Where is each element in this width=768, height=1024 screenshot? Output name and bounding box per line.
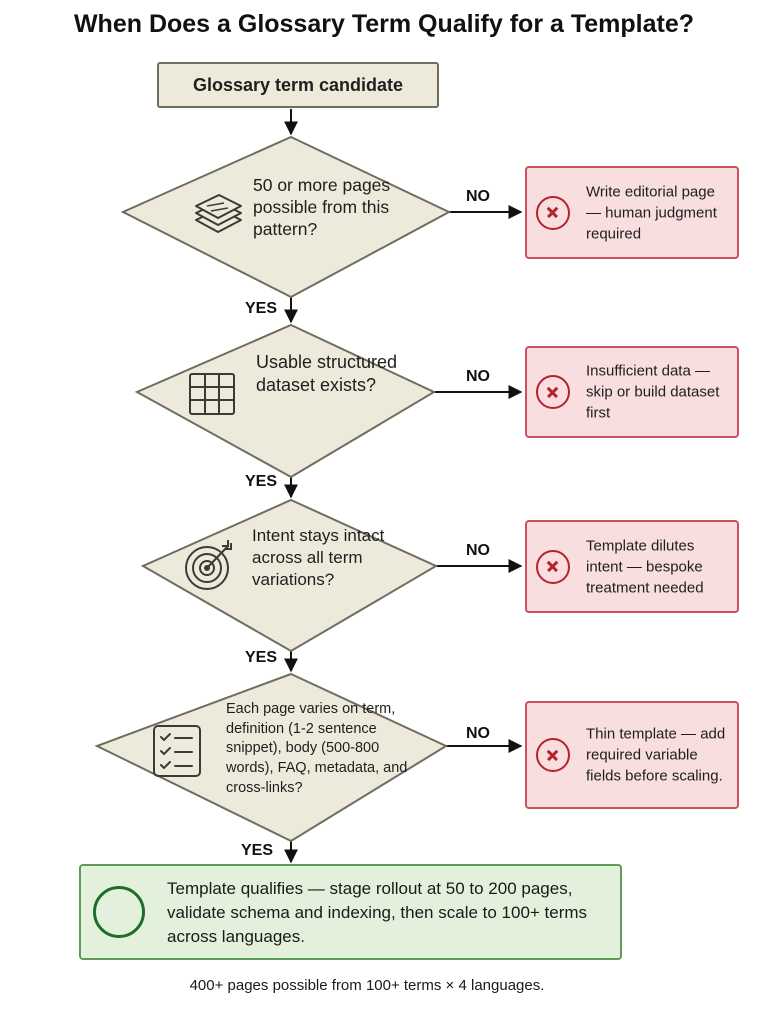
- target-icon: [185, 540, 232, 590]
- yes-label-2: YES: [245, 473, 278, 490]
- reject-x-icon: [536, 375, 570, 409]
- decision-diamond-3: [140, 498, 439, 653]
- decision-diamond-4: [94, 672, 449, 843]
- decision-3-question: Intent stays intact across all term vari…: [252, 526, 385, 590]
- up-arrow-circle-icon: [93, 886, 145, 938]
- reject-x-icon: [536, 195, 570, 230]
- no-outcome-box-1: Write editorial page — human judgment re…: [525, 166, 739, 259]
- decision-4-question: Each page varies on term, definition (1-…: [226, 701, 408, 796]
- stacked-pages-icon: [195, 194, 242, 233]
- final-outcome-text: Template qualifies — stage rollout at 50…: [167, 879, 588, 947]
- data-grid-icon: [189, 373, 235, 415]
- no-outcome-2-text: Insufficient data — skip or build datase…: [586, 362, 720, 422]
- yes-label-1: YES: [245, 300, 278, 317]
- footnote: 400+ pages possible from 100+ terms × 4 …: [189, 977, 545, 994]
- decision-diamond-1: [120, 135, 452, 299]
- no-outcome-3-text: Template dilutes intent — bespoke treatm…: [586, 537, 704, 596]
- decision-diamond-2: [134, 323, 437, 479]
- decision-2-question: Usable structured dataset exists?: [256, 352, 398, 395]
- no-label-2: NO: [466, 368, 490, 385]
- no-label-3: NO: [466, 542, 490, 559]
- decision-1-question: 50 or more pages possible from this patt…: [253, 175, 391, 240]
- no-label-1: NO: [466, 188, 490, 205]
- no-outcome-box-4: Thin template — add required variable fi…: [525, 701, 739, 809]
- reject-x-icon: [536, 549, 570, 584]
- no-outcome-4-text: Thin template — add required variable fi…: [586, 725, 726, 785]
- final-outcome-box: Template qualifies — stage rollout at 50…: [79, 864, 622, 960]
- connectors: [284, 109, 523, 864]
- page-title: When Does a Glossary Term Qualify for a …: [73, 10, 695, 38]
- no-outcome-1-text: Write editorial page — human judgment re…: [586, 183, 717, 242]
- checklist-icon: [153, 725, 201, 777]
- yes-label-4: YES: [241, 842, 274, 859]
- no-outcome-box-3: Template dilutes intent — bespoke treatm…: [525, 520, 739, 613]
- no-outcome-box-2: Insufficient data — skip or build datase…: [525, 346, 739, 438]
- reject-x-icon: [536, 738, 570, 772]
- start-node: Glossary term candidate: [157, 62, 439, 108]
- yes-label-3: YES: [245, 649, 278, 666]
- no-label-4: NO: [466, 725, 490, 742]
